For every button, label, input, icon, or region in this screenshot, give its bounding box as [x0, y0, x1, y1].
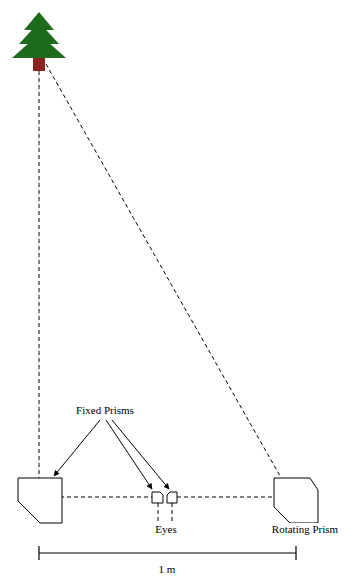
fixed-prism [152, 492, 163, 503]
fixed-prism [18, 478, 62, 523]
part-label: Rotating Prism [270, 523, 340, 536]
leader-arrows [54, 420, 169, 489]
sight-lines [39, 64, 292, 522]
fixed-prism [167, 492, 177, 503]
scale-bar [39, 546, 296, 560]
rotating-prism [274, 478, 318, 523]
part-label: Eyes [153, 523, 178, 536]
dimension-label: 1 m [157, 563, 178, 576]
part-label: Fixed Prisms [74, 404, 136, 417]
tree [12, 12, 66, 71]
